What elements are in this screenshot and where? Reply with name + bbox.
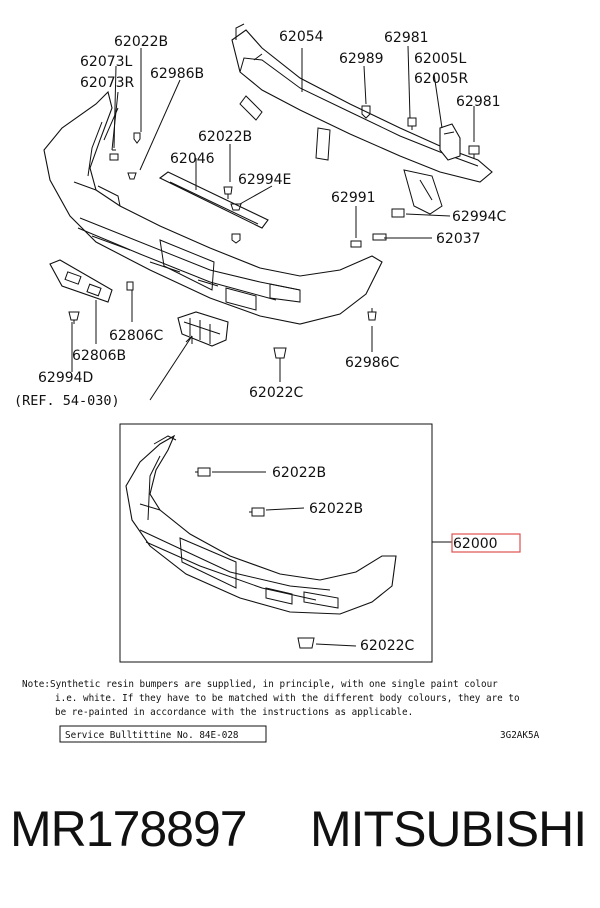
label-62005R: 62005R	[414, 71, 469, 87]
label-62986B: 62986B	[150, 66, 204, 82]
diagram-code: 3G2AK5A	[500, 730, 540, 741]
label-62022B-b: 62022B	[198, 129, 252, 145]
label-62005L: 62005L	[414, 51, 467, 67]
note-block: Note:Synthetic resin bumpers are supplie…	[22, 679, 520, 718]
label-62073R: 62073R	[80, 75, 135, 91]
service-bulletin-box	[59, 725, 267, 743]
label-62054: 62054	[279, 29, 324, 45]
label-62806C: 62806C	[109, 328, 164, 344]
label-62991: 62991	[331, 190, 376, 206]
label-62046: 62046	[170, 151, 215, 167]
label-62981-a: 62981	[384, 30, 429, 46]
bracket-62005	[439, 123, 461, 161]
label-ref-54-030: (REF. 54-030)	[14, 393, 120, 409]
label-62986C: 62986C	[345, 355, 400, 371]
fasteners-lower	[195, 467, 315, 649]
assembly-box	[119, 423, 433, 663]
bumper-assembly	[125, 434, 397, 615]
bumper-reinforcement	[231, 23, 493, 215]
label-62022C-b: 62022C	[249, 385, 304, 401]
part-labels: 62054 62981 62022B 62989 62005L 62073L 6…	[14, 29, 507, 654]
label-62022C-c: 62022C	[360, 638, 415, 654]
note-line-1: Note:Synthetic resin bumpers are supplie…	[22, 679, 498, 690]
label-62994C: 62994C	[452, 209, 507, 225]
label-62989: 62989	[339, 51, 384, 67]
label-62994E: 62994E	[238, 172, 291, 188]
part-number: MR178897	[10, 801, 248, 857]
grille-62046	[158, 171, 269, 229]
fasteners-upper	[68, 105, 480, 359]
label-62022B-d: 62022B	[309, 501, 363, 517]
note-line-3: be re-painted in accordance with the ins…	[55, 707, 413, 718]
label-62000: 62000	[453, 536, 498, 552]
label-62981-b: 62981	[456, 94, 501, 110]
label-62022B-c: 62022B	[272, 465, 326, 481]
parts-diagram: 62054 62981 62022B 62989 62005L 62073L 6…	[14, 23, 540, 743]
side-lamp	[177, 311, 229, 347]
highlight-62000	[451, 533, 521, 553]
label-62994D: 62994D	[38, 370, 93, 386]
label-62022B-a: 62022B	[114, 34, 168, 50]
label-62037: 62037	[436, 231, 481, 247]
label-62806B: 62806B	[72, 348, 126, 364]
footer: MR178897 MITSUBISHI	[0, 800, 600, 880]
note-line-2: i.e. white. If they have to be matched w…	[55, 693, 520, 704]
license-bracket	[49, 259, 113, 303]
leader-lines-upper	[71, 45, 475, 401]
brand-name: MITSUBISHI	[310, 801, 587, 857]
upper-bumper-cover	[43, 90, 383, 325]
label-62073L: 62073L	[80, 54, 133, 70]
service-bulletin: Service Bulltittine No. 84E-028	[65, 730, 239, 741]
